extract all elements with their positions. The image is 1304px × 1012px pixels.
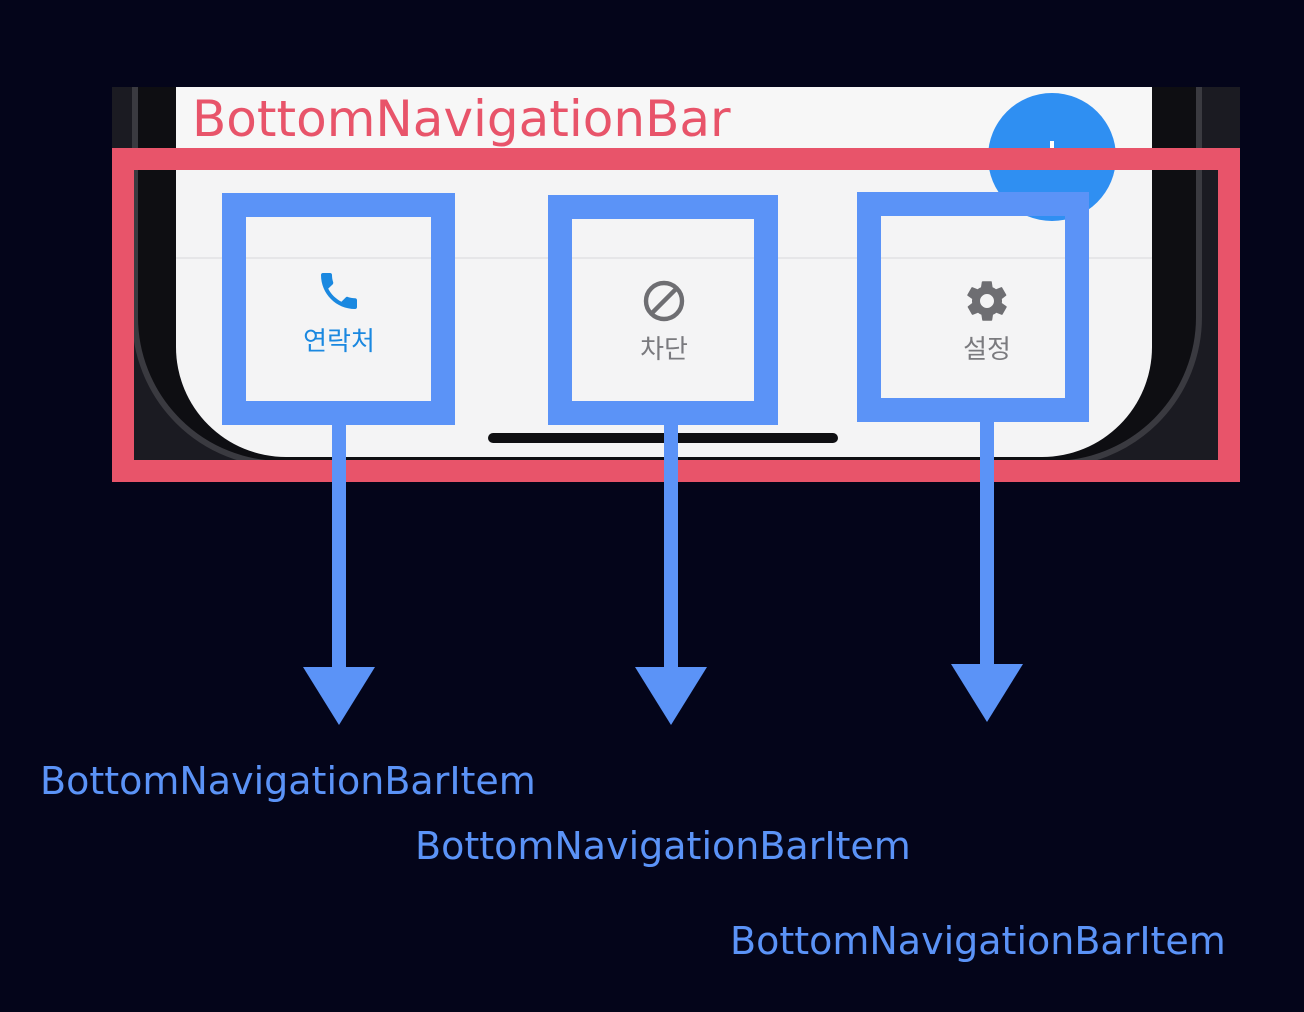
phone-icon	[321, 273, 357, 309]
nav-item-outline-3	[857, 192, 1089, 422]
nav-item-contacts[interactable]: 연락처	[247, 217, 427, 397]
home-indicator	[488, 433, 838, 443]
connector-line-2	[664, 425, 678, 670]
connector-line-1	[332, 425, 346, 670]
arrow-down-icon	[303, 667, 375, 725]
nav-item-outline-2	[548, 195, 778, 425]
nav-item-block[interactable]: 차단	[572, 217, 752, 397]
nav-label-settings: 설정	[963, 335, 1011, 365]
gear-icon	[967, 281, 1007, 321]
arrow-down-icon	[951, 664, 1023, 722]
bottom-navigation-bar-outline	[112, 148, 1240, 482]
arrow-down-icon	[635, 667, 707, 725]
item-caption-2: BottomNavigationBarItem	[415, 824, 911, 868]
block-icon	[643, 280, 685, 322]
nav-item-settings[interactable]: 설정	[897, 217, 1077, 397]
item-caption-3: BottomNavigationBarItem	[730, 919, 1226, 963]
connector-line-3	[980, 422, 994, 667]
nav-item-outline-1	[222, 193, 455, 425]
item-caption-1: BottomNavigationBarItem	[40, 759, 536, 803]
bar-annotation-title: BottomNavigationBar	[192, 90, 731, 148]
nav-divider	[176, 257, 1152, 259]
nav-label-block: 차단	[640, 335, 688, 365]
nav-label-contacts: 연락처	[303, 327, 375, 357]
